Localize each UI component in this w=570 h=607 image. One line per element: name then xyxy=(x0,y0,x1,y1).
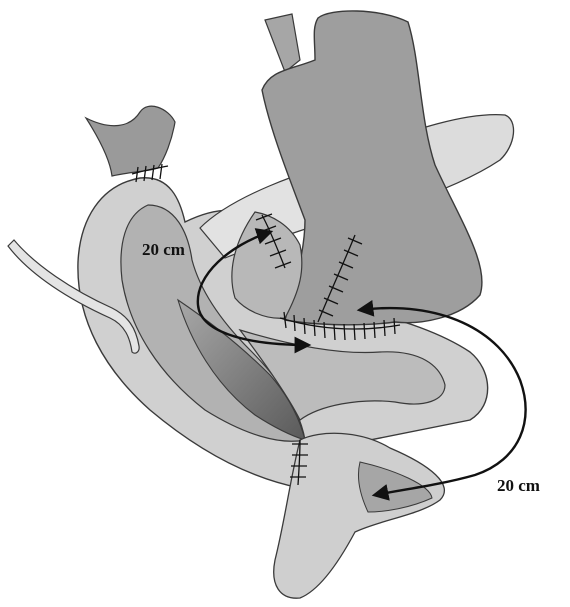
lower-length-label: 20 cm xyxy=(497,476,540,496)
top-stalk xyxy=(265,14,300,72)
upper-length-label: 20 cm xyxy=(142,240,185,260)
